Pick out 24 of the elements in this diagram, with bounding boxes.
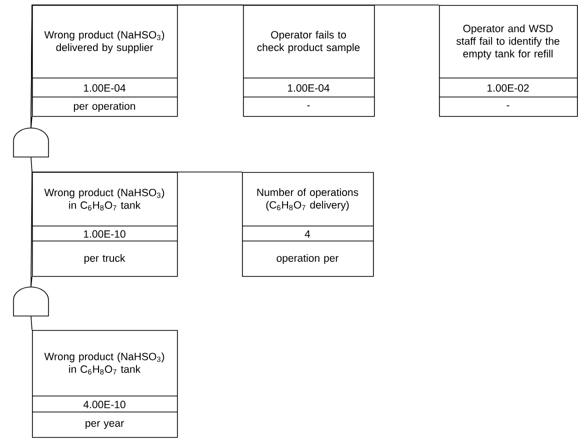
- connector-line: [30, 157, 32, 172]
- unit-label: operation per: [276, 254, 339, 264]
- connector-line: [30, 172, 242, 287]
- unit-label: -: [506, 105, 510, 106]
- event-description: Operator and WSD staff fail to identify the empty tank for refill: [456, 24, 560, 60]
- probability-value: 4.00E-10: [83, 400, 126, 408]
- unit-label: per year: [86, 421, 124, 429]
- connector-line: [30, 316, 32, 330]
- and-gate: [13, 286, 49, 316]
- probability-value: 1.00E-02: [488, 84, 529, 92]
- connector-line: [30, 4, 440, 128]
- event-description: Wrong product (NaHSO$_{3}$) in C$_{6}$H$_{8}$O$_{7}$ tank: [44, 188, 164, 210]
- event-description: Operator fails to check product sample: [257, 30, 360, 54]
- and-gate: [13, 128, 49, 158]
- probability-value: 4: [304, 230, 310, 238]
- probability-value: 1.00E-10: [84, 230, 126, 238]
- event-description: Wrong product (NaHSO$_{3}$) in C$_{6}$H$_{8}$O$_{7}$ tank: [44, 352, 164, 374]
- event-description: Wrong product (NaHSO$_{3}$) delivered by supplier: [44, 30, 164, 54]
- unit-label: -: [307, 105, 310, 106]
- unit-label: per operation: [74, 102, 136, 112]
- probability-value: 1.00E-04: [288, 84, 330, 92]
- event-description: Number of operations (C$_{6}$H$_{8}$O$_{7}$ delivery): [257, 188, 358, 211]
- unit-label: per truck: [84, 254, 126, 264]
- probability-value: 1.00E-04: [84, 84, 126, 92]
